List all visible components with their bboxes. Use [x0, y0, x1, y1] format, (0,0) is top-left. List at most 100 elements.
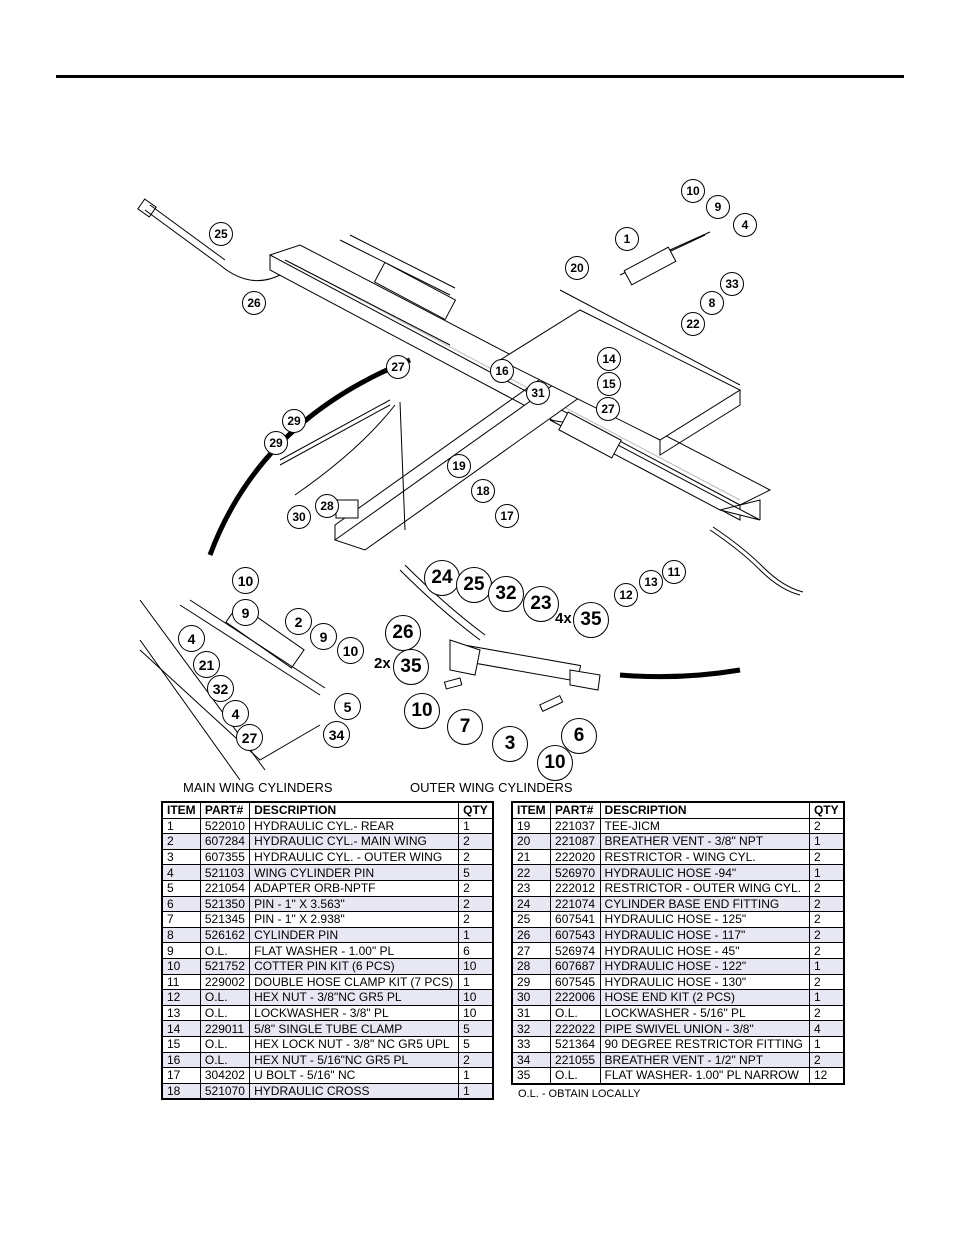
cell-qty: 2: [458, 1051, 494, 1069]
cell-description: HEX NUT - 3/8"NC GR5 PL: [249, 989, 460, 1006]
col-qty: QTY: [458, 801, 494, 819]
callout-4: 4: [222, 700, 249, 727]
col-qty: QTY: [808, 801, 845, 819]
cell-description: CYLINDER PIN: [249, 926, 460, 944]
quantity-multiplier-2x: 2x: [374, 655, 391, 672]
cell-item: 27: [511, 942, 552, 959]
cell-qty: 1: [808, 1035, 845, 1053]
cell-item: 14: [161, 1020, 201, 1037]
cell-part-number: 521070: [199, 1082, 251, 1100]
callout-18: 18: [471, 479, 495, 503]
cell-description: HOSE END KIT (2 PCS): [599, 989, 810, 1006]
cell-description: HYDRAULIC HOSE - 122": [599, 957, 810, 975]
table-header-row: ITEM PART# DESCRIPTION QTY: [161, 801, 494, 819]
cell-description: HYDRAULIC HOSE - 125": [599, 911, 810, 928]
cell-qty: 1: [808, 833, 845, 850]
cell-qty: 1: [458, 1082, 494, 1100]
cell-item: 4: [161, 864, 201, 881]
cell-item: 32: [511, 1020, 552, 1037]
outer-wing-inset: [399, 564, 601, 712]
cell-description: LOCKWASHER - 3/8" PL: [249, 1004, 460, 1022]
cell-qty: 2: [808, 817, 845, 835]
cell-qty: 2: [458, 879, 494, 897]
callout-35: 35: [573, 602, 609, 638]
cell-description: HYDRAULIC HOSE - 117": [599, 926, 810, 944]
cell-item: 28: [511, 957, 552, 975]
callout-27: 27: [236, 724, 263, 751]
callout-13: 13: [639, 570, 663, 594]
cell-part-number: 521752: [199, 957, 251, 975]
col-item: ITEM: [161, 801, 201, 819]
callout-17: 17: [495, 504, 519, 528]
cell-description: BREATHER VENT - 3/8" NPT: [599, 833, 810, 850]
cell-item: 18: [161, 1082, 201, 1100]
callout-34: 34: [323, 721, 350, 748]
cell-item: 19: [511, 817, 552, 835]
cell-qty: 1: [458, 817, 494, 835]
cell-description: 5/8" SINGLE TUBE CLAMP: [249, 1020, 460, 1037]
callout-10: 10: [681, 179, 705, 203]
cell-part-number: 229011: [199, 1020, 251, 1037]
cell-description: FLAT WASHER- 1.00" PL NARROW: [599, 1067, 810, 1085]
callout-25: 25: [209, 222, 233, 246]
callout-12: 12: [614, 583, 638, 607]
cell-description: RESTRICTOR - OUTER WING CYL.: [599, 879, 810, 897]
callout-8: 8: [700, 291, 724, 315]
cell-item: 29: [511, 973, 552, 991]
cell-part-number: 607541: [550, 911, 601, 928]
cell-part-number: 222006: [550, 989, 601, 1006]
detail-arc-right: [619, 667, 741, 680]
cell-qty: 10: [458, 957, 494, 975]
cell-item: 30: [511, 989, 552, 1006]
cell-qty: 2: [808, 848, 845, 866]
cell-description: HEX NUT - 5/16"NC GR5 PL: [249, 1051, 460, 1069]
cell-description: HYDRAULIC HOSE - 130": [599, 973, 810, 991]
cell-description: ADAPTER ORB-NPTF: [249, 879, 460, 897]
cell-description: HYDRAULIC CYL.- REAR: [249, 817, 460, 835]
cell-item: 5: [161, 879, 201, 897]
cell-part-number: 222022: [550, 1020, 601, 1037]
cell-part-number: O.L.: [550, 1004, 601, 1022]
table-header-row: ITEM PART# DESCRIPTION QTY: [511, 801, 845, 819]
cell-part-number: 221055: [550, 1051, 601, 1069]
col-description: DESCRIPTION: [249, 801, 460, 819]
cell-qty: 1: [458, 973, 494, 991]
cell-qty: 5: [458, 1020, 494, 1037]
callout-19: 19: [447, 454, 471, 478]
cell-qty: 10: [458, 1004, 494, 1022]
cell-item: 22: [511, 864, 552, 881]
callout-26: 26: [242, 291, 266, 315]
cell-qty: 2: [808, 1004, 845, 1022]
callout-22: 22: [681, 312, 705, 336]
cell-item: 1: [161, 817, 201, 835]
cell-part-number: 522010: [199, 817, 251, 835]
cell-item: 16: [161, 1051, 201, 1069]
cell-item: 24: [511, 895, 552, 913]
cell-part-number: 607284: [199, 833, 251, 850]
cell-item: 23: [511, 879, 552, 897]
cell-item: 13: [161, 1004, 201, 1022]
cell-qty: 2: [808, 1051, 845, 1069]
cell-description: BREATHER VENT - 1/2" NPT: [599, 1051, 810, 1069]
footnote-obtain-locally: O.L. - OBTAIN LOCALLY: [518, 1088, 641, 1100]
quantity-multiplier-4x: 4x: [555, 610, 572, 627]
callout-1: 1: [615, 227, 639, 251]
cell-qty: 2: [808, 879, 845, 897]
cell-description: HYDRAULIC HOSE -94": [599, 864, 810, 881]
cell-item: 12: [161, 989, 201, 1006]
